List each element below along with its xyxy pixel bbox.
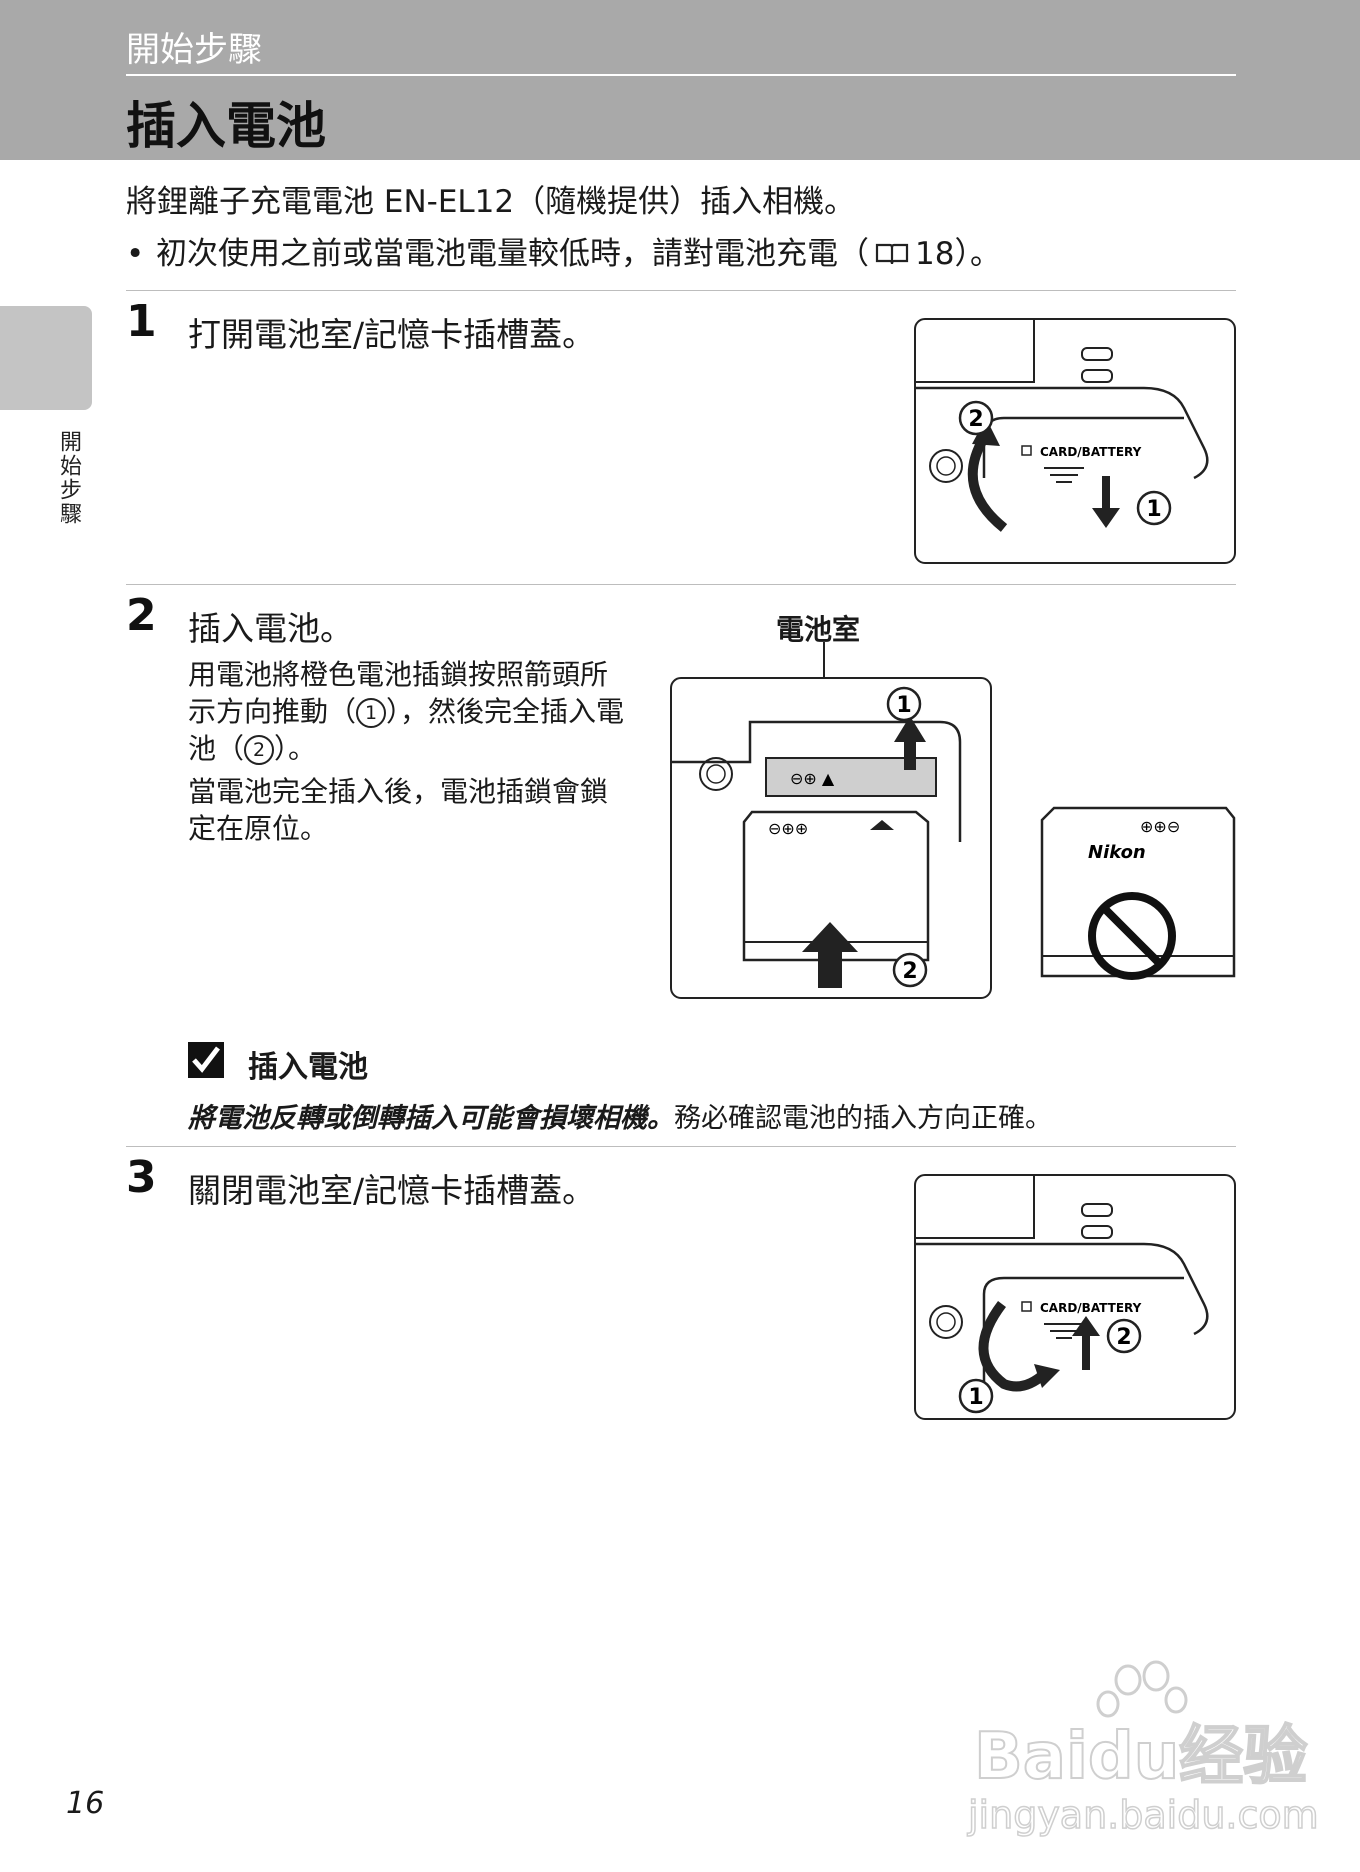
step-3-title: 關閉電池室/記憶卡插槽蓋。	[188, 1171, 596, 1210]
up-arrow-icon	[894, 716, 926, 770]
camera-body-edge	[915, 1242, 1209, 1336]
tripod-socket-inner	[706, 764, 726, 784]
battery-chamber-label: 電池室	[776, 613, 861, 646]
card-battery-label: CARD/BATTERY	[1040, 445, 1142, 459]
close-cover-figure: CARD/BATTERY 2 1	[914, 1174, 1236, 1420]
note-body: 將電池反轉或倒轉插入可能會損壞相機。務必確認電池的插入方向正確。	[188, 1096, 1052, 1135]
bullet-item: • 初次使用之前或當電池電量較低時，請對電池充電（ 18）。	[126, 228, 1001, 273]
section-title: 開始步驟	[126, 30, 262, 70]
open-cover-figure: CARD/BATTERY 1 2	[914, 318, 1236, 564]
prohibited-slash	[1101, 905, 1163, 967]
side-tab	[0, 306, 92, 410]
brand-label: Nikon	[1088, 842, 1146, 863]
note-warning: 將電池反轉或倒轉插入可能會損壞相機。	[188, 1103, 674, 1134]
bullet-text-after: ）。	[954, 236, 1001, 272]
camera-body-edge	[915, 386, 1209, 480]
card-battery-label: CARD/BATTERY	[1040, 1301, 1142, 1315]
step-1-number: 1	[126, 296, 157, 347]
curved-arrow-icon	[967, 435, 1008, 532]
paw-icon	[1096, 1660, 1188, 1718]
header-rule	[126, 74, 1236, 76]
divider	[126, 290, 1236, 291]
callout-circle	[958, 1378, 994, 1414]
terminal-symbols: ⊖⊕⊕	[768, 819, 808, 838]
divider	[126, 1146, 1236, 1147]
divider	[126, 584, 1236, 585]
tripod-socket	[929, 1305, 963, 1339]
wrong-orientation-figure: ⊕⊕⊖ Nikon	[1040, 806, 1236, 980]
camera-button	[1081, 347, 1113, 361]
figure-frame	[914, 318, 1236, 564]
note-title: 插入電池	[248, 1050, 368, 1085]
page-title: 插入電池	[126, 97, 326, 155]
book-icon	[875, 243, 909, 265]
page-header: 開始步驟 插入電池	[0, 0, 1360, 160]
insert-battery-figure: ⊖⊕ ▲ 1 ⊖⊕⊕ 2	[670, 642, 992, 999]
terminal-symbols: ⊖⊕ ▲	[790, 769, 835, 788]
battery-symbol-icon	[1021, 445, 1032, 456]
triangle-mark-icon	[870, 820, 894, 830]
grip-lines	[1044, 1323, 1084, 1339]
tripod-socket	[929, 449, 963, 483]
baidu-watermark: Baidu经验 jingyan.baidu.com	[966, 1660, 1319, 1838]
callout-circle	[1136, 490, 1172, 526]
down-arrow-icon	[1092, 476, 1120, 528]
tripod-socket	[699, 757, 733, 791]
curved-arrow-head	[1034, 1364, 1060, 1388]
note-text: 務必確認電池的插入方向正確。	[674, 1103, 1052, 1134]
step-2-number: 2	[126, 590, 157, 641]
step-3-number: 3	[126, 1152, 157, 1203]
step-2-para-2: 當電池完全插入後，電池插鎖會鎖定在原位。	[188, 775, 609, 845]
bullet-dot: •	[126, 236, 145, 272]
callout-2: 2	[968, 407, 983, 432]
camera-button	[1081, 1225, 1113, 1239]
circled-number: 1	[356, 698, 387, 728]
bullet-ref[interactable]: 18	[915, 236, 955, 272]
tripod-socket-inner	[936, 1312, 956, 1332]
page-number: 16	[66, 1786, 105, 1821]
up-arrow-icon	[1072, 1316, 1100, 1370]
step-1-title: 打開電池室/記憶卡插槽蓋。	[188, 315, 596, 354]
camera-screen	[915, 320, 1035, 383]
callout-circle	[1106, 1318, 1142, 1354]
check-icon	[188, 1042, 224, 1078]
battery-pack	[1040, 806, 1236, 978]
callout-circle	[892, 952, 928, 988]
callout-2: 2	[902, 959, 917, 984]
callout-1: 1	[1146, 497, 1161, 522]
camera-button	[1081, 1203, 1113, 1217]
intro-text: 將鋰離子充電電池 EN-EL12（隨機提供）插入相機。	[126, 184, 856, 220]
camera-button	[1081, 369, 1113, 383]
circled-number: 2	[244, 735, 275, 765]
watermark-sub: jingyan.baidu.com	[967, 1793, 1319, 1837]
step-2-text: ）。	[274, 732, 317, 765]
callout-circle	[886, 686, 922, 722]
bullet-text-before: 初次使用之前或當電池電量較低時，請對電池充電（	[156, 236, 869, 272]
curved-arrow-icon	[978, 1300, 1048, 1392]
battery-pack	[742, 810, 930, 962]
callout-1: 1	[968, 1385, 983, 1410]
step-2-text: ），然後完全插入電池（	[188, 695, 625, 765]
callout-circle	[958, 400, 994, 436]
terminal-symbols: ⊕⊕⊖	[1140, 817, 1180, 836]
step-2-text: 用電池將橙色電池插鎖按照箭頭所示方向推動（	[188, 658, 609, 728]
callout-2: 2	[1116, 1325, 1131, 1350]
prohibited-icon	[1088, 892, 1176, 980]
tripod-socket-inner	[936, 456, 956, 476]
push-up-arrow-icon	[802, 922, 858, 988]
camera-body-edge	[671, 720, 962, 842]
battery-symbol-icon	[1021, 1301, 1032, 1312]
step-2-title: 插入電池。	[188, 609, 353, 648]
callout-1: 1	[896, 693, 911, 718]
step-2-description: 用電池將橙色電池插鎖按照箭頭所示方向推動（1），然後完全插入電池（2）。 當電池…	[188, 656, 628, 853]
side-tab-label: 開始步驟	[56, 430, 81, 526]
battery-cover	[982, 1276, 1184, 1384]
camera-screen	[915, 1176, 1035, 1239]
grip-lines	[1044, 467, 1084, 483]
watermark-main: Baidu经验	[974, 1720, 1307, 1794]
figure-frame	[914, 1174, 1236, 1420]
step-2-para-1: 用電池將橙色電池插鎖按照箭頭所示方向推動（1），然後完全插入電池（2）。	[188, 656, 628, 767]
